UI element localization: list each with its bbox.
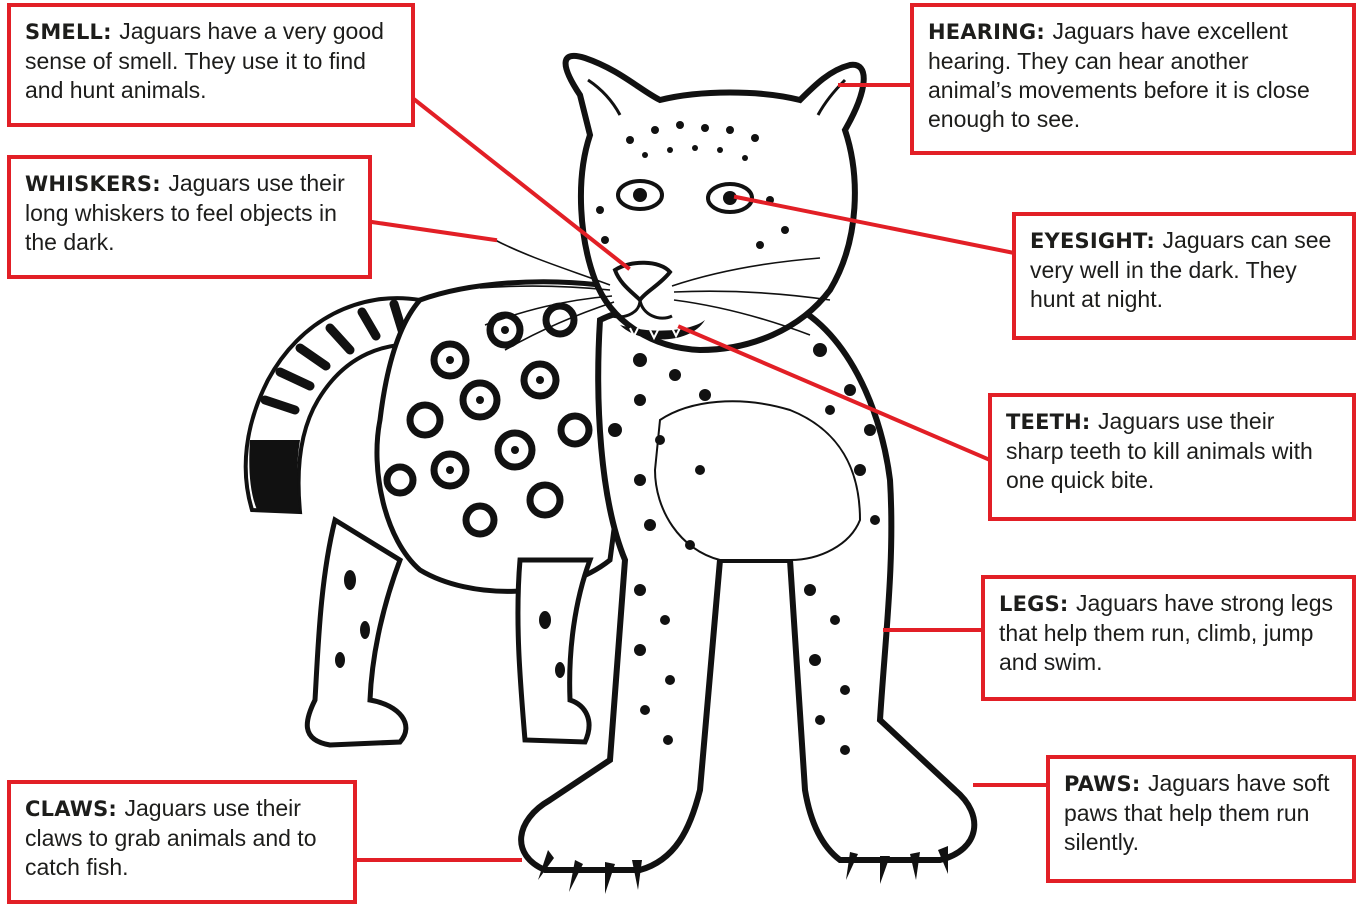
leader-whiskers	[372, 222, 495, 240]
label-teeth-heading: TEETH:	[1006, 410, 1098, 434]
label-paws-heading: PAWS:	[1064, 772, 1148, 796]
label-eyesight: EYESIGHT: Jaguars can see very well in t…	[1012, 212, 1356, 340]
label-claws-heading: CLAWS:	[25, 797, 125, 821]
label-claws: CLAWS: Jaguars use their claws to grab a…	[7, 780, 357, 904]
label-legs-heading: LEGS:	[999, 592, 1076, 616]
label-hearing: HEARING: Jaguars have excellent hearing.…	[910, 3, 1356, 155]
label-teeth: TEETH: Jaguars use their sharp teeth to …	[988, 393, 1356, 521]
label-legs: LEGS: Jaguars have strong legs that help…	[981, 575, 1356, 701]
label-eyesight-heading: EYESIGHT:	[1030, 229, 1163, 253]
label-smell-heading: SMELL:	[25, 20, 119, 44]
label-hearing-heading: HEARING:	[928, 20, 1052, 44]
label-smell: SMELL: Jaguars have a very good sense of…	[7, 3, 415, 127]
label-whiskers-heading: WHISKERS:	[25, 172, 168, 196]
label-whiskers: WHISKERS: Jaguars use their long whisker…	[7, 155, 372, 279]
label-paws: PAWS: Jaguars have soft paws that help t…	[1046, 755, 1356, 883]
